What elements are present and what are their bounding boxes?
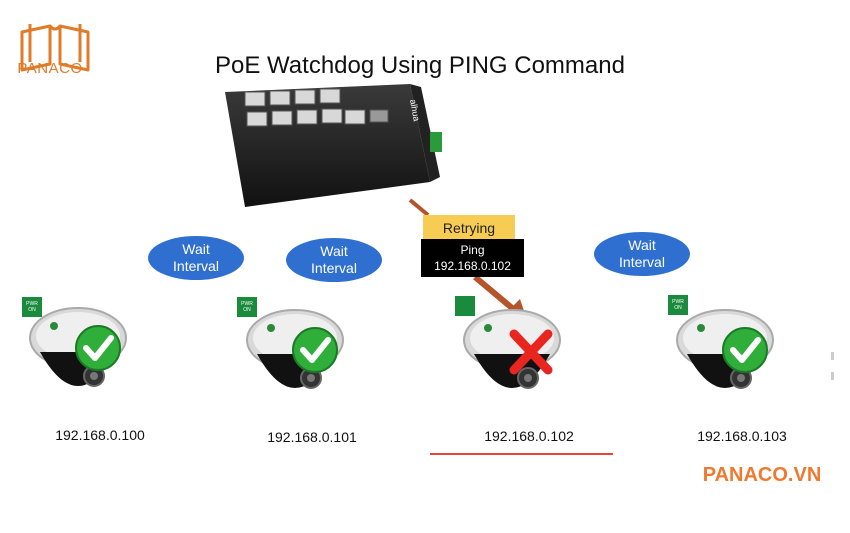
green-check-icon — [75, 325, 121, 371]
camera-ip-label: 192.168.0.100 — [55, 427, 145, 443]
red-x-icon — [509, 329, 553, 375]
dome-camera-icon — [676, 309, 774, 389]
highlight-underline — [430, 453, 613, 455]
dome-camera-icon — [246, 309, 344, 389]
camera-ip-label: 192.168.0.102 — [484, 428, 574, 444]
camera-ip-label: 192.168.0.101 — [267, 429, 357, 445]
edge-marks — [831, 352, 834, 380]
svg-text:alhua: alhua — [408, 99, 422, 122]
poe-switch-image: alhua — [225, 84, 442, 207]
dome-camera-icon — [29, 307, 127, 387]
panaco-logo-icon — [20, 24, 90, 72]
brand-footer: PANACO.VN — [702, 464, 822, 486]
retrying-label: Retrying — [423, 215, 515, 241]
green-check-icon — [292, 327, 338, 373]
dome-camera-icon — [463, 309, 561, 389]
ping-box: Ping 192.168.0.102 — [421, 239, 524, 277]
pwr-badge — [455, 296, 475, 316]
page-title: PoE Watchdog Using PING Command — [215, 52, 625, 79]
green-check-icon — [722, 327, 768, 373]
logo-text: PANACO — [17, 60, 83, 77]
camera-ip-label: 192.168.0.103 — [697, 428, 787, 444]
